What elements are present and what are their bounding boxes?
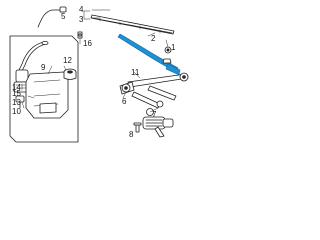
parts-diagram: 5 4 3 16 2 1 11 7 9 12 14 15 13 10 6 8 [0, 0, 200, 147]
wiper-motor [142, 108, 174, 138]
filler-neck [17, 41, 49, 74]
level-sensor [15, 95, 25, 109]
callout-2: 2 [151, 34, 156, 43]
callout-14: 14 [12, 83, 21, 92]
callout-15: 15 [12, 89, 21, 98]
washer-reservoir [25, 71, 69, 119]
callout-11: 11 [131, 68, 140, 77]
bolt-8 [133, 122, 142, 133]
wiper-arm-highlighted [117, 33, 181, 76]
callout-6: 6 [122, 97, 127, 106]
callout-9: 9 [41, 63, 46, 72]
callout-12: 12 [63, 56, 72, 65]
reservoir-cap [63, 68, 77, 80]
callout-5: 5 [61, 12, 66, 21]
clip-16 [77, 31, 83, 39]
wiper-linkage [119, 72, 189, 109]
wiper-blade [90, 14, 175, 35]
callout-16: 16 [83, 39, 92, 48]
reservoir-frame [9, 35, 79, 143]
callout-13: 13 [12, 98, 21, 107]
callout-3: 3 [79, 15, 84, 24]
callout-7: 7 [152, 110, 157, 119]
leader-lines [21, 9, 169, 113]
callout-8: 8 [129, 130, 134, 139]
callout-1: 1 [171, 43, 176, 52]
diagram-drawing [9, 6, 189, 143]
callout-10: 10 [12, 107, 21, 116]
callout-4: 4 [79, 5, 84, 14]
pivot-nut [162, 58, 172, 64]
